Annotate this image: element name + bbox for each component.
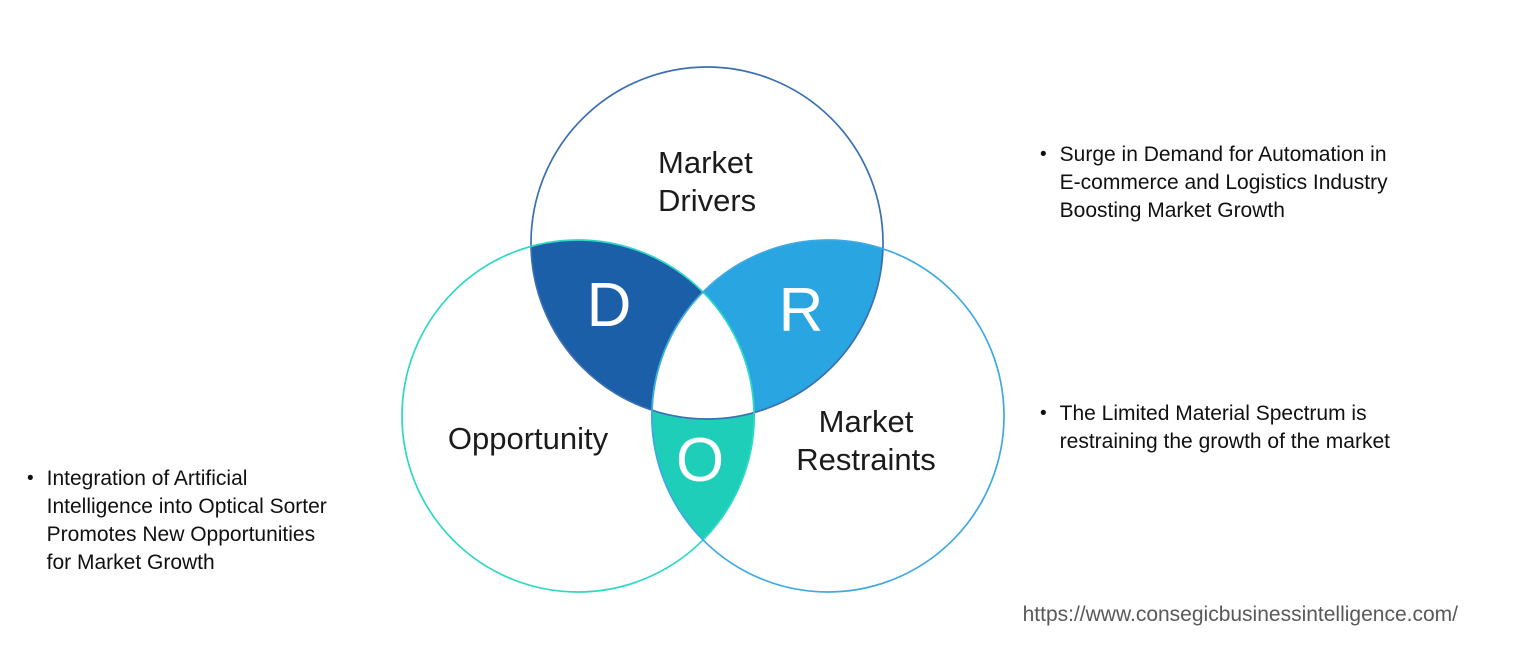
triple-intersection <box>652 291 754 419</box>
restraints-note: • The Limited Material Spectrum is restr… <box>1040 400 1390 456</box>
letter-d: D <box>587 271 632 340</box>
opportunity-label: Opportunity <box>448 421 609 456</box>
restraints-label-line1: Market <box>819 404 914 439</box>
note-line: Promotes New Opportunities <box>46 523 316 546</box>
note-line: for Market Growth <box>46 551 215 574</box>
letter-r: R <box>779 276 824 345</box>
note-line: Intelligence into Optical Sorter <box>46 495 327 518</box>
opportunity-note: • Integration of Artificial Intelligence… <box>27 465 327 577</box>
drivers-circle-outline <box>530 66 884 420</box>
drivers-label-line2: Drivers <box>658 183 756 218</box>
note-line: Boosting Market Growth <box>1059 199 1285 222</box>
opportunity-circle-outline <box>401 239 755 593</box>
opportunity-note-text: Integration of Artificial Intelligence i… <box>47 465 327 577</box>
note-line: E-commerce and Logistics Industry <box>1059 171 1388 194</box>
bullet-icon: • <box>27 468 34 489</box>
letter-o: O <box>676 426 724 495</box>
restraints-label-line2: Restraints <box>796 442 936 477</box>
drivers-label-line1: Market <box>658 145 753 180</box>
note-line: restraining the growth of the market <box>1059 430 1390 453</box>
source-url: https://www.consegicbusinessintelligence… <box>1022 603 1458 626</box>
restraints-note-text: The Limited Material Spectrum is restrai… <box>1060 400 1390 456</box>
bullet-icon: • <box>1040 144 1047 165</box>
note-line: Surge in Demand for Automation in <box>1059 143 1387 166</box>
drivers-note-text: Surge in Demand for Automation in E-comm… <box>1060 141 1388 225</box>
drivers-note: • Surge in Demand for Automation in E-co… <box>1040 141 1388 225</box>
note-line: The Limited Material Spectrum is <box>1059 402 1367 425</box>
note-line: Integration of Artificial <box>46 467 248 490</box>
bullet-icon: • <box>1040 403 1047 424</box>
restraints-circle-outline <box>651 239 1005 593</box>
